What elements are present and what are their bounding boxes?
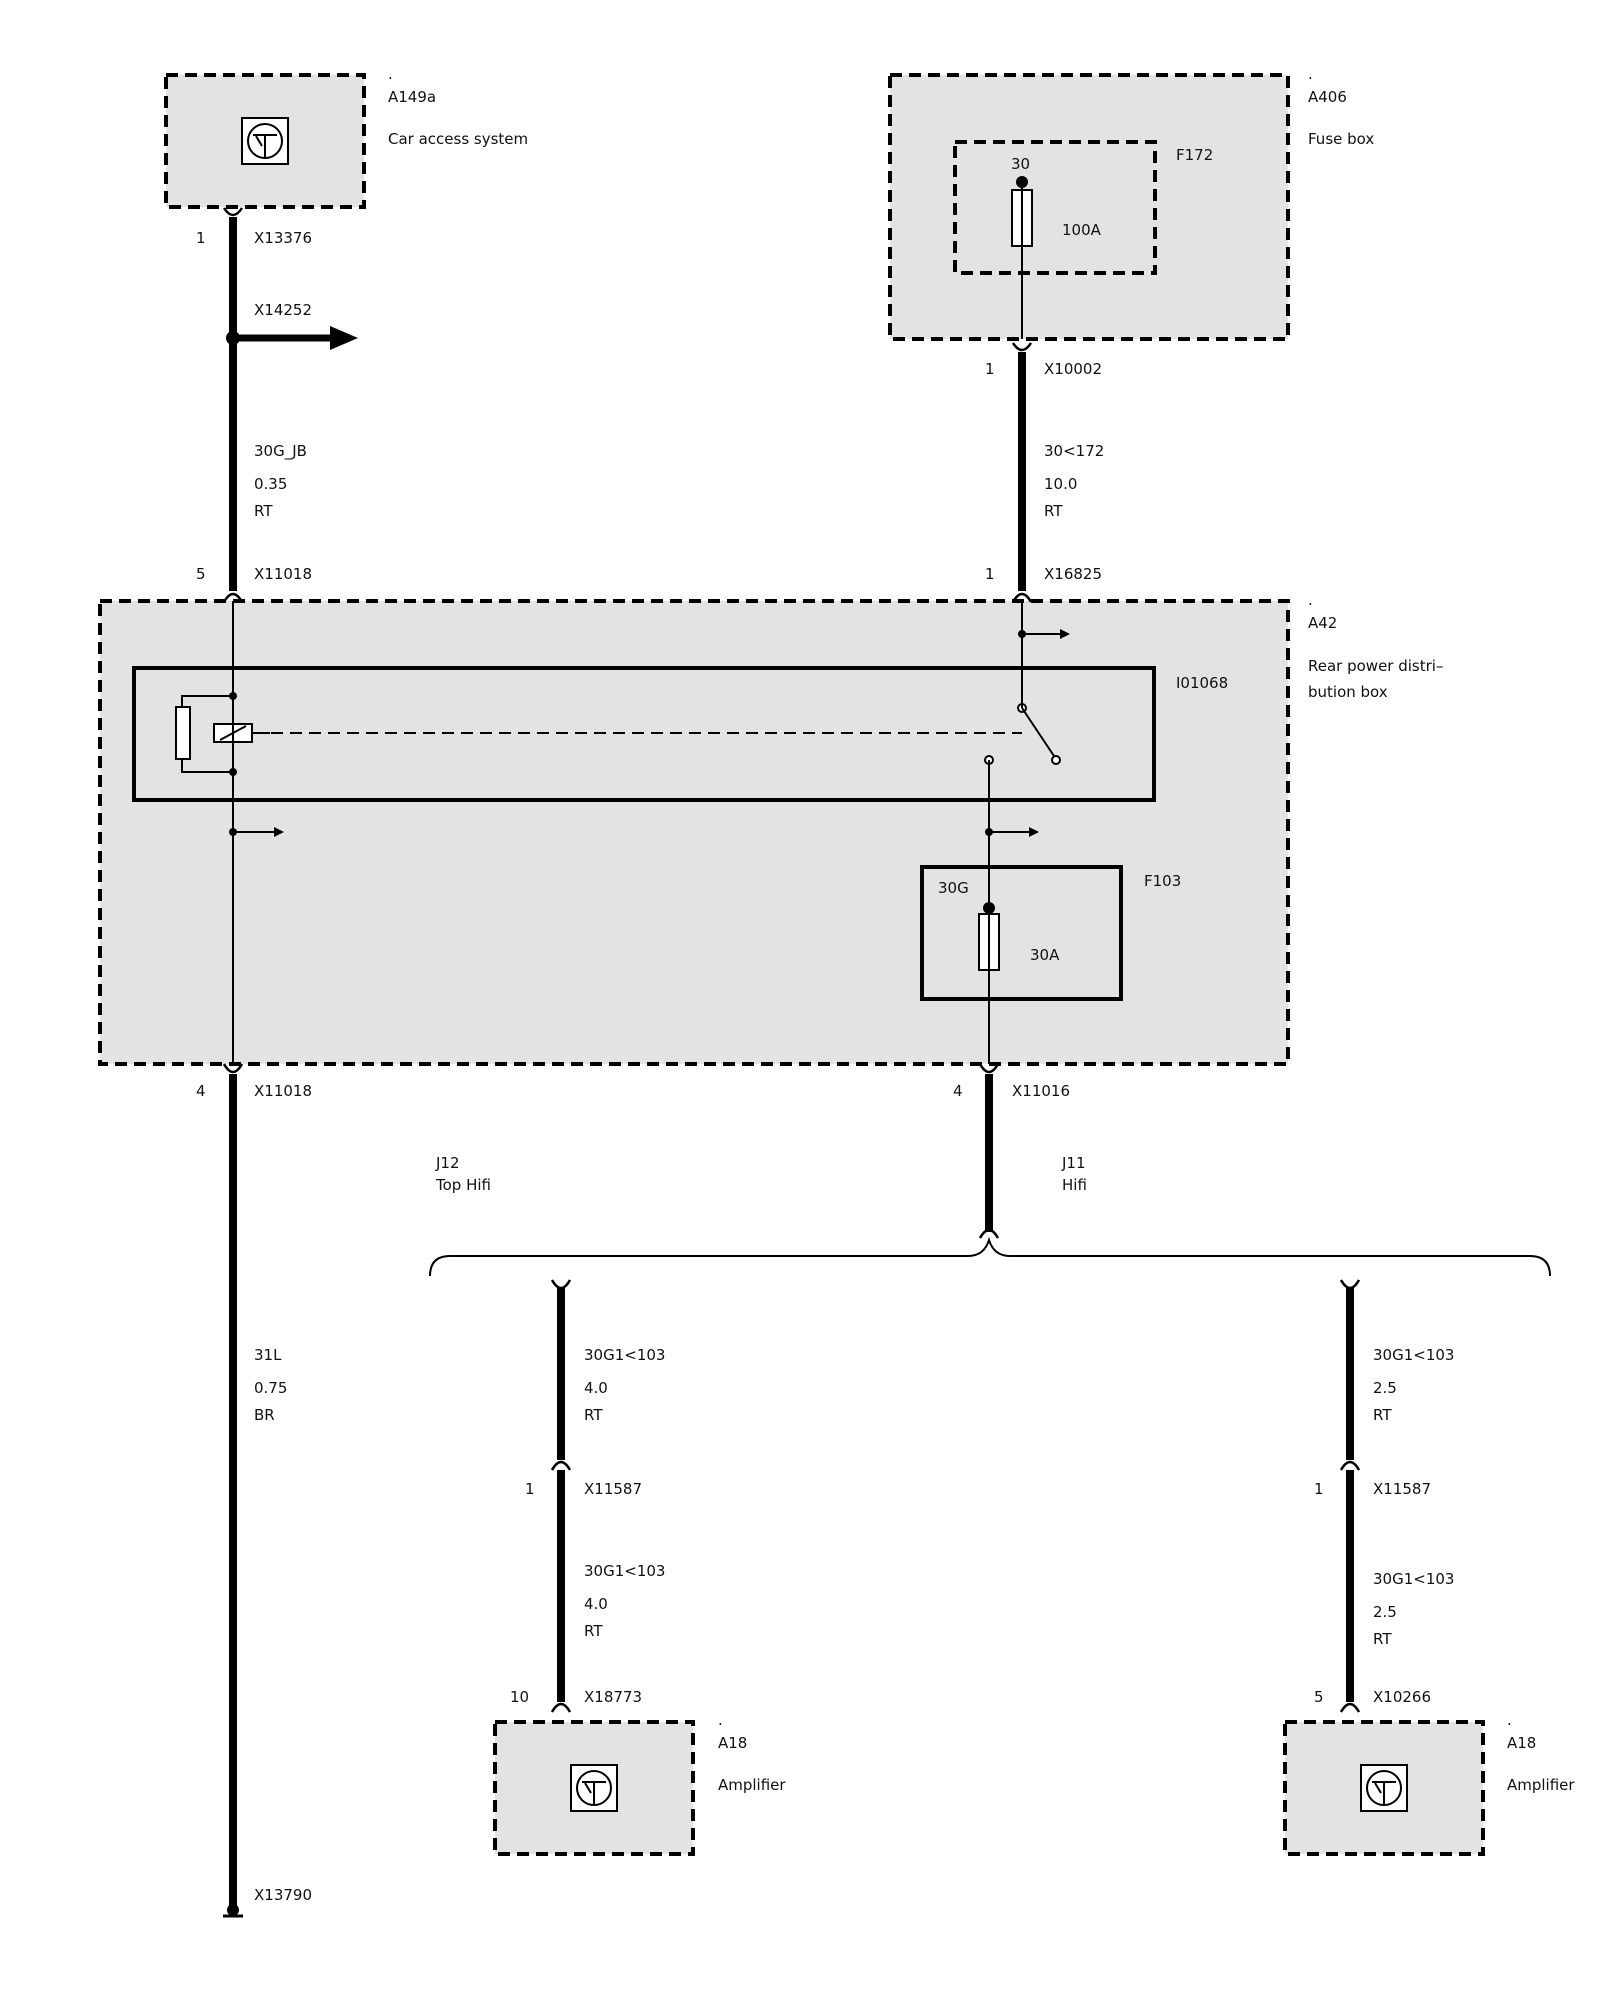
wire-color: RT xyxy=(584,1622,603,1640)
fuse-box-component: . A406 Fuse box F172 30 100A xyxy=(888,65,1374,341)
wire-size: 4.0 xyxy=(584,1595,608,1613)
component-id: A18 xyxy=(718,1734,747,1752)
connector-pin: 1 xyxy=(985,360,995,378)
control-unit-icon xyxy=(241,117,289,165)
component-name: Car access system xyxy=(388,130,528,148)
ground-terminal-icon xyxy=(223,1904,243,1918)
fuse-f172-icon xyxy=(1011,176,1033,339)
connector-name: X11587 xyxy=(584,1480,642,1498)
connector-name: X13790 xyxy=(254,1886,312,1904)
wire-color: BR xyxy=(254,1406,275,1424)
wire-signal: 30G1<103 xyxy=(1373,1346,1454,1364)
connector-pin: 4 xyxy=(953,1082,963,1100)
connector-pin: 1 xyxy=(985,565,995,583)
connector-pin: 10 xyxy=(510,1688,529,1706)
wire-signal: 30<172 xyxy=(1044,442,1104,460)
component-name-line1: Rear power distri– xyxy=(1308,657,1443,675)
component-name: Fuse box xyxy=(1308,130,1374,148)
connector-name: X11016 xyxy=(1012,1082,1070,1100)
variant-name: Hifi xyxy=(1062,1176,1087,1194)
wire-color: RT xyxy=(1373,1406,1392,1424)
connector-pin: 5 xyxy=(1314,1688,1324,1706)
wires xyxy=(229,217,1354,1912)
variant-name: Top Hifi xyxy=(435,1176,491,1194)
component-dot: . xyxy=(1308,65,1313,83)
relay-id: I01068 xyxy=(1176,674,1228,692)
variant-code: J11 xyxy=(1061,1154,1086,1172)
wire-signal: 30G1<103 xyxy=(584,1346,665,1364)
wire-color: RT xyxy=(1044,502,1063,520)
wire-size: 0.35 xyxy=(254,475,287,493)
wire-size: 2.5 xyxy=(1373,1379,1397,1397)
variant-brace xyxy=(429,1236,1551,1277)
connector-pin: 1 xyxy=(525,1480,535,1498)
wire-color: RT xyxy=(584,1406,603,1424)
connector-name: X11587 xyxy=(1373,1480,1431,1498)
component-dot: . xyxy=(1507,1711,1512,1729)
connector-name: X18773 xyxy=(584,1688,642,1706)
wire-signal: 30G1<103 xyxy=(1373,1570,1454,1588)
connector-name: X13376 xyxy=(254,229,312,247)
component-id: A42 xyxy=(1308,614,1337,632)
connector-labels: 1 X13376 X14252 1 X10002 5 X11018 1 X168… xyxy=(196,229,1431,1904)
connector-name: X11018 xyxy=(254,1082,312,1100)
connector-pin: 1 xyxy=(196,229,206,247)
fuse-id: F172 xyxy=(1176,146,1213,164)
component-id: A18 xyxy=(1507,1734,1536,1752)
component-id: A406 xyxy=(1308,88,1347,106)
fuse-f172-box xyxy=(953,140,1157,275)
internal-branch-arrows xyxy=(229,629,1070,837)
connector-name: X10002 xyxy=(1044,360,1102,378)
connector-name: X11018 xyxy=(254,565,312,583)
fuse-id: F103 xyxy=(1144,872,1181,890)
amplifier-right-component: . A18 Amplifier xyxy=(1283,1711,1575,1856)
control-unit-icon xyxy=(570,1764,618,1812)
connector-pin: 4 xyxy=(196,1082,206,1100)
fuse-pin-label: 30G xyxy=(938,879,969,897)
wire-signal: 31L xyxy=(254,1346,282,1364)
rear-power-distribution-box: . A42 Rear power distri– bution box I010… xyxy=(98,591,1443,1066)
variant-labels: J12 Top Hifi J11 Hifi xyxy=(435,1154,1087,1194)
component-name: Amplifier xyxy=(1507,1776,1575,1794)
fuse-rating: 30A xyxy=(1030,946,1060,964)
component-name-line2: bution box xyxy=(1308,683,1388,701)
fuse-pin-label: 30 xyxy=(1011,155,1030,173)
fuse-f103-box xyxy=(920,865,1123,1001)
wire-labels: 30G_JB 0.35 RT 30<172 10.0 RT 31L 0.75 B… xyxy=(254,442,1454,1648)
splice-name: X14252 xyxy=(254,301,312,319)
variant-code: J12 xyxy=(435,1154,460,1172)
wire-signal: 30G_JB xyxy=(254,442,307,461)
wire-color: RT xyxy=(1373,1630,1392,1648)
component-dot: . xyxy=(388,65,393,83)
wire-size: 0.75 xyxy=(254,1379,287,1397)
wire-size: 10.0 xyxy=(1044,475,1077,493)
wire-size: 2.5 xyxy=(1373,1603,1397,1621)
component-dot: . xyxy=(718,1711,723,1729)
connector-pin: 5 xyxy=(196,565,206,583)
connector-name: X10266 xyxy=(1373,1688,1431,1706)
control-unit-icon xyxy=(1360,1764,1408,1812)
car-access-system-component: . A149a Car access system xyxy=(164,65,528,209)
connector-marks xyxy=(222,207,1361,1713)
component-name: Amplifier xyxy=(718,1776,786,1794)
wire-color: RT xyxy=(254,502,273,520)
amplifier-left-component: . A18 Amplifier xyxy=(493,1711,786,1856)
component-id: A149a xyxy=(388,88,436,106)
component-dot: . xyxy=(1308,591,1313,609)
connector-name: X16825 xyxy=(1044,565,1102,583)
splice-x14252 xyxy=(226,326,358,350)
wire-size: 4.0 xyxy=(584,1379,608,1397)
wire-signal: 30G1<103 xyxy=(584,1562,665,1580)
relay-i01068-box xyxy=(132,666,1156,802)
fuse-rating: 100A xyxy=(1062,221,1102,239)
connector-pin: 1 xyxy=(1314,1480,1324,1498)
